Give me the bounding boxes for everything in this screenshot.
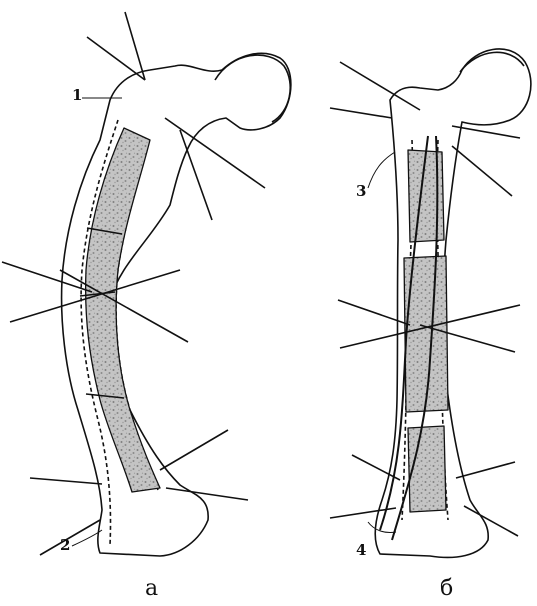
callout-3: 3 — [356, 184, 366, 199]
panel-a — [2, 12, 291, 556]
callout-2: 2 — [60, 538, 70, 553]
callout-4: 4 — [356, 543, 366, 558]
panel-a-caption: а — [145, 578, 158, 600]
panel-b-graft-lower — [408, 426, 446, 512]
panel-b-bone-outline — [375, 49, 531, 557]
callout-1: 1 — [72, 88, 82, 103]
panel-b-graft-upper — [408, 150, 444, 242]
panel-b — [330, 49, 531, 557]
panel-b-caption: б — [440, 578, 453, 600]
